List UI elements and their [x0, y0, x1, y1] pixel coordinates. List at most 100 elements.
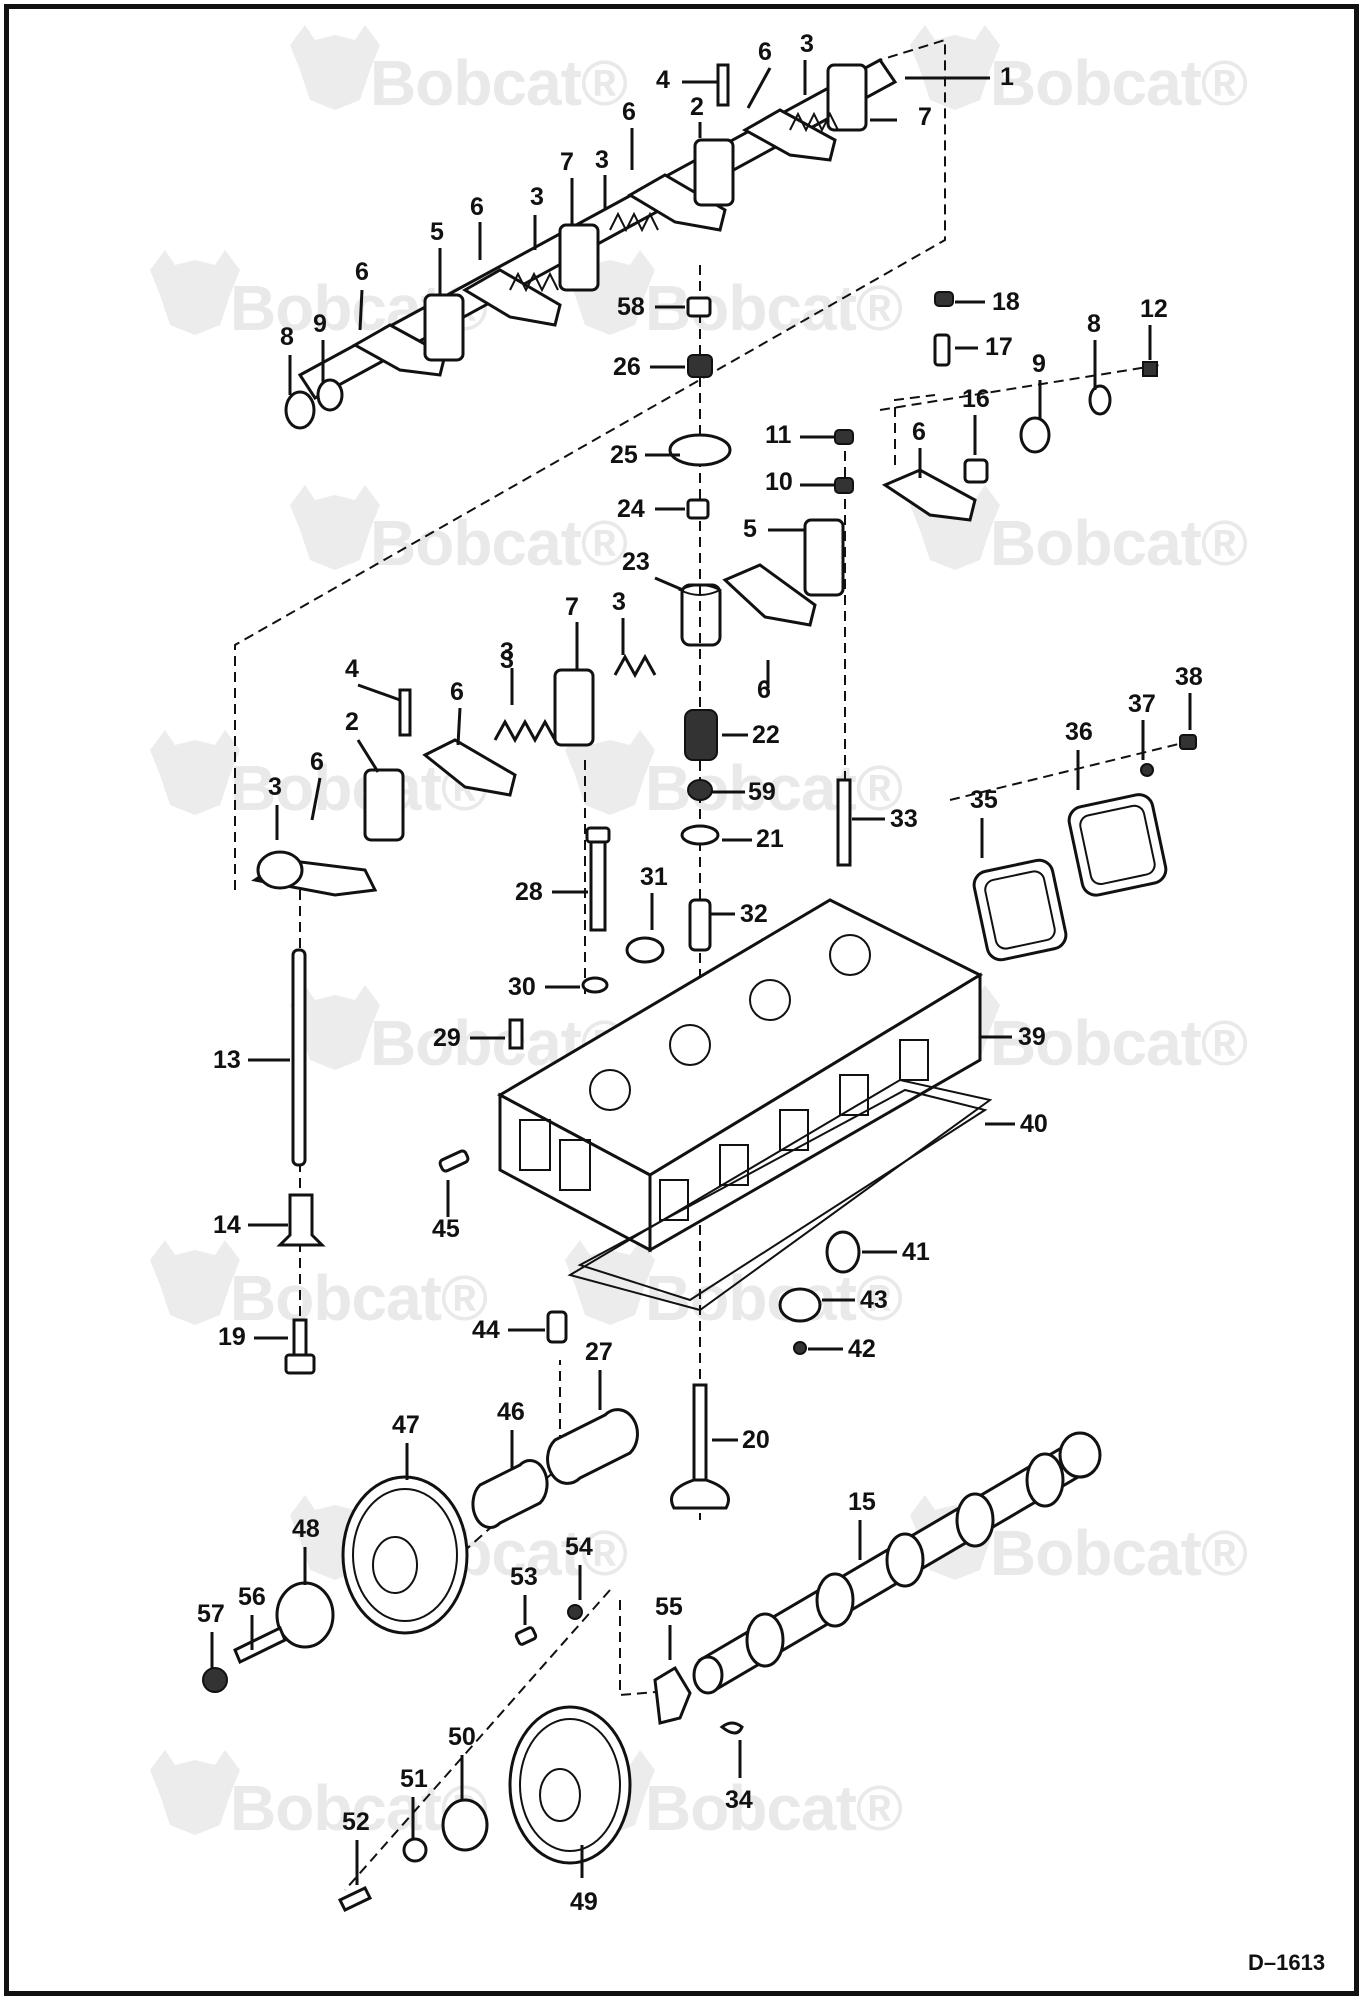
- callout-8: 8: [1087, 310, 1101, 338]
- bobcat-logo-watermark: [290, 25, 380, 110]
- leader-line-2: [356, 739, 380, 773]
- callout-42: 42: [848, 1335, 876, 1363]
- rocker-shaft-upper: [284, 58, 898, 430]
- callout-29: 29: [433, 1024, 461, 1052]
- callout-6: 6: [758, 38, 772, 66]
- callout-10: 10: [765, 468, 793, 496]
- cam-gear-group: [337, 1705, 632, 1912]
- callout-6: 6: [450, 678, 464, 706]
- callout-17: 17: [985, 333, 1013, 361]
- rocker-shaft-lower: [251, 291, 1158, 897]
- callout-21: 21: [756, 825, 784, 853]
- callout-38: 38: [1175, 663, 1203, 691]
- callout-19: 19: [218, 1323, 246, 1351]
- bobcat-watermark-text: Bobcat®: [990, 1517, 1248, 1589]
- valve: [670, 1383, 730, 1510]
- callout-5: 5: [430, 218, 444, 246]
- leader-line-6: [310, 777, 322, 821]
- callout-45: 45: [432, 1215, 460, 1243]
- bobcat-watermark-text: Bobcat®: [370, 47, 628, 119]
- figure-id: D–1613: [1248, 1950, 1325, 1975]
- seals: [546, 1230, 861, 1355]
- callout-7: 7: [918, 103, 932, 131]
- callout-20: 20: [742, 1426, 770, 1454]
- callout-2: 2: [690, 93, 704, 121]
- bobcat-watermark-text: Bobcat®: [230, 1262, 488, 1334]
- callout-36: 36: [1065, 718, 1093, 746]
- leader-line-6: [358, 289, 364, 331]
- bobcat-logo-watermark: [290, 485, 380, 570]
- callout-35: 35: [970, 786, 998, 814]
- callout-22: 22: [752, 721, 780, 749]
- callout-9: 9: [313, 310, 327, 338]
- callout-8: 8: [280, 323, 294, 351]
- leader-line-23: [654, 576, 684, 592]
- callout-5: 5: [743, 515, 757, 543]
- leader-line-6: [746, 67, 772, 109]
- bobcat-watermark-text: Bobcat®: [990, 1007, 1248, 1079]
- callout-59: 59: [748, 778, 776, 806]
- callout-6: 6: [912, 418, 926, 446]
- callout-55: 55: [655, 1593, 683, 1621]
- callout-46: 46: [497, 1398, 525, 1426]
- callout-51: 51: [400, 1765, 428, 1793]
- callout-6: 6: [355, 258, 369, 286]
- callout-4: 4: [656, 66, 670, 94]
- callout-54: 54: [565, 1533, 593, 1561]
- callout-3: 3: [268, 773, 282, 801]
- callout-24: 24: [617, 495, 645, 523]
- callout-43: 43: [860, 1286, 888, 1314]
- callout-48: 48: [292, 1515, 320, 1543]
- cylinder-head: [438, 778, 993, 1312]
- bushings: [471, 1408, 639, 1529]
- bobcat-logo-watermark: [150, 730, 240, 815]
- idler-gear-group: [202, 1475, 469, 1693]
- callout-58: 58: [617, 293, 645, 321]
- cover-gaskets: [972, 734, 1197, 962]
- bobcat-logo-watermark: [565, 1240, 655, 1325]
- callout-57: 57: [197, 1600, 225, 1628]
- callout-6: 6: [310, 748, 324, 776]
- callout-11: 11: [765, 421, 792, 449]
- callout-56: 56: [238, 1583, 266, 1611]
- callout-37: 37: [1128, 690, 1156, 718]
- callout-3: 3: [530, 183, 544, 211]
- callout-16: 16: [962, 385, 990, 413]
- callout-26: 26: [613, 353, 641, 381]
- callout-9: 9: [1032, 350, 1046, 378]
- bobcat-watermark-text: Bobcat®: [645, 1262, 903, 1334]
- callout-33: 33: [890, 805, 918, 833]
- callout-6: 6: [757, 676, 771, 704]
- callout-52: 52: [342, 1808, 370, 1836]
- callout-15: 15: [848, 1488, 876, 1516]
- callout-41: 41: [902, 1238, 930, 1266]
- callout-31: 31: [640, 863, 668, 891]
- bobcat-logo-watermark: [150, 1750, 240, 1835]
- callout-6: 6: [622, 98, 636, 126]
- bobcat-logo-watermark: [565, 730, 655, 815]
- bobcat-watermark-text: Bobcat®: [370, 507, 628, 579]
- bobcat-logo-watermark: [290, 985, 380, 1070]
- callout-2: 2: [345, 708, 359, 736]
- callout-30: 30: [508, 973, 536, 1001]
- bobcat-logo-watermark: [910, 25, 1000, 110]
- leader-line-6: [456, 707, 462, 746]
- leader-line-4: [357, 683, 401, 702]
- valve-spring-stack: [668, 296, 732, 952]
- callout-3: 3: [612, 588, 626, 616]
- push-rod-assembly: [276, 948, 326, 1375]
- callout-7: 7: [560, 148, 574, 176]
- callout-49: 49: [570, 1888, 598, 1916]
- callout-4: 4: [345, 655, 359, 683]
- callout-28: 28: [515, 878, 543, 906]
- callout-27: 27: [585, 1338, 613, 1366]
- callout-3: 3: [800, 30, 814, 58]
- callout-18: 18: [992, 288, 1020, 316]
- bobcat-logo-watermark: [150, 250, 240, 335]
- callout-3: 3: [595, 146, 609, 174]
- bobcat-watermark-text: Bobcat®: [990, 47, 1248, 119]
- callout-6: 6: [470, 193, 484, 221]
- callout-13: 13: [213, 1046, 241, 1074]
